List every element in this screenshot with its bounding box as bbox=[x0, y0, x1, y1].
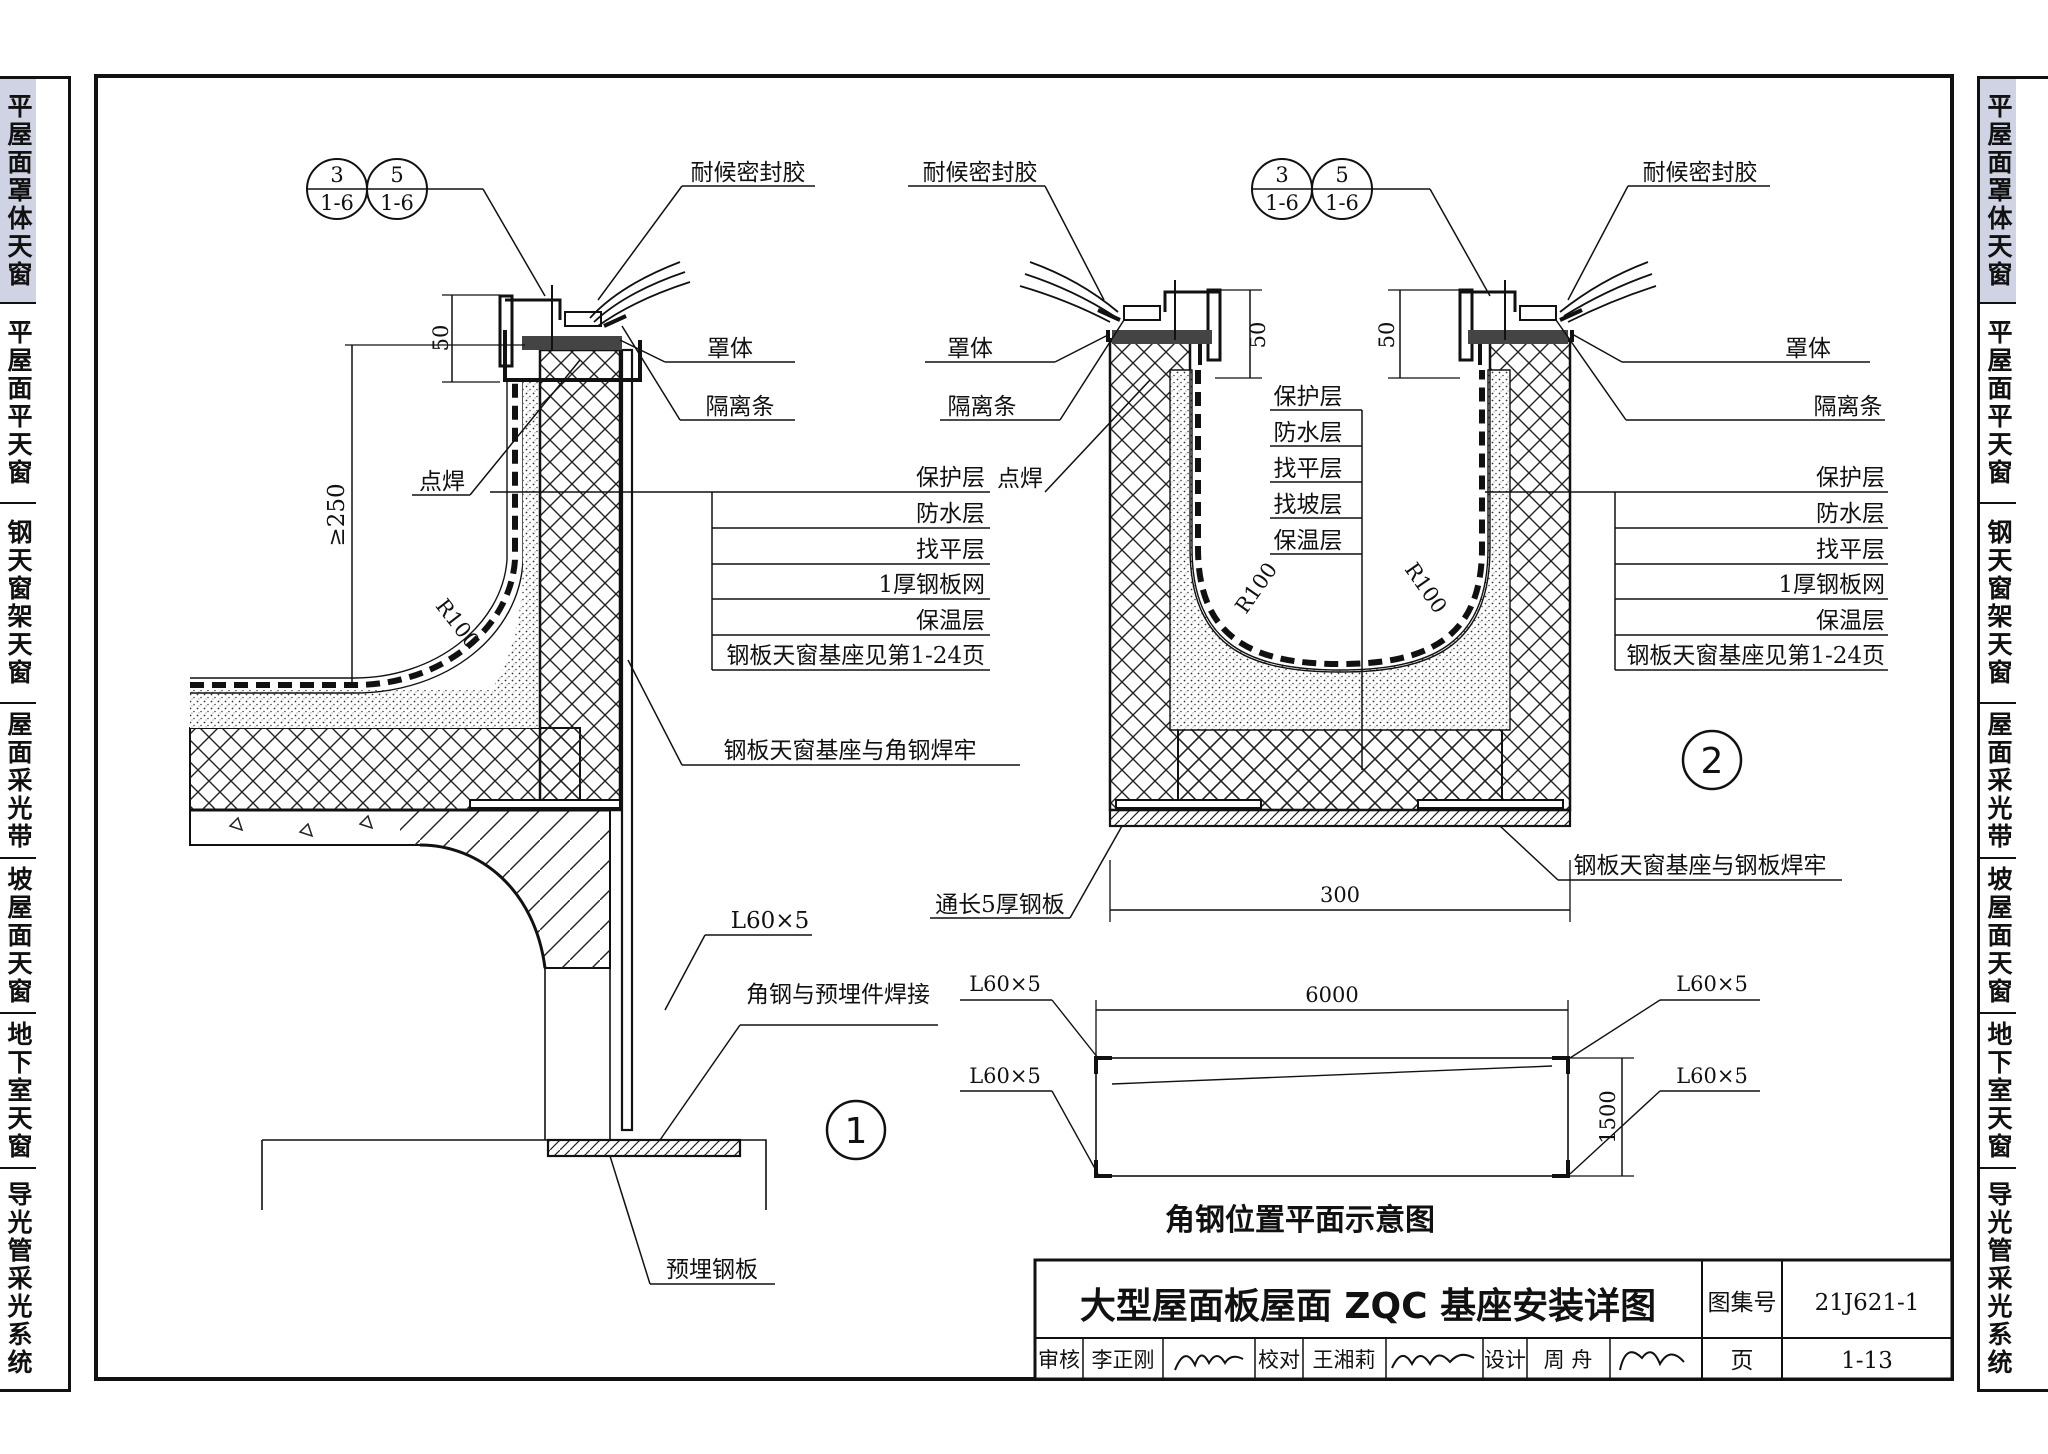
tab-flat-roof-flat-skylight[interactable]: 平屋面平天窗 bbox=[1980, 304, 2016, 504]
d1-layer-leveling: 找平层 bbox=[916, 537, 985, 563]
tab-basement-skylight[interactable]: 地下室天窗 bbox=[0, 1014, 36, 1169]
d2-isolation-left-label: 隔离条 bbox=[948, 394, 1017, 420]
d1-number: 1 bbox=[845, 1111, 868, 1152]
d2-dim-50b: 50 bbox=[1375, 322, 1399, 349]
plan-angle-top-right: L60×5 bbox=[1676, 972, 1748, 996]
d1-angle-embed-weld-label: 角钢与预埋件焊接 bbox=[746, 982, 930, 1008]
checker-name: 王湘莉 bbox=[1313, 1348, 1376, 1372]
d2-sealant-left-label: 耐候密封胶 bbox=[923, 160, 1038, 186]
detail-2: 耐候密封胶 耐候密封胶 3 5 1-6 1-6 50 50 罩体 隔离条 点焊 bbox=[908, 158, 1888, 922]
d1-ref-top-1: 3 bbox=[330, 163, 343, 187]
d2-layer-leveling: 找平层 bbox=[1816, 537, 1885, 563]
d2-layer-protect: 保护层 bbox=[1816, 465, 1885, 491]
tab-pitched-roof-skylight[interactable]: 坡屋面天窗 bbox=[0, 859, 36, 1014]
d1-sealant-label: 耐候密封胶 bbox=[691, 160, 806, 186]
d1-isolation-label: 隔离条 bbox=[706, 394, 775, 420]
d2-ref-top-2: 5 bbox=[1335, 163, 1348, 187]
d2-dim-50a: 50 bbox=[1246, 322, 1270, 349]
tab-steel-frame-skylight[interactable]: 钢天窗架天窗 bbox=[0, 504, 36, 704]
angle-plan-diagram: 6000 1500 L60×5 L60×5 L60×5 L60×5 角钢位置平面… bbox=[960, 972, 1760, 1238]
plan-dim-6000: 6000 bbox=[1305, 983, 1358, 1007]
d1-layer-insulation: 保温层 bbox=[916, 608, 985, 634]
tab-steel-frame-skylight[interactable]: 钢天窗架天窗 bbox=[1980, 504, 2016, 704]
d2-number: 2 bbox=[1701, 741, 1724, 782]
d2-inner-leveling: 找平层 bbox=[1274, 456, 1343, 482]
d2-inner-waterproof: 防水层 bbox=[1274, 420, 1343, 446]
d2-through-plate-label: 通长5厚钢板 bbox=[935, 892, 1065, 918]
d2-ref-top-1: 3 bbox=[1275, 163, 1288, 187]
d2-radius-left: R100 bbox=[1230, 558, 1282, 618]
plan-dim-1500: 1500 bbox=[1596, 1090, 1620, 1143]
d2-layer-insulation: 保温层 bbox=[1816, 608, 1885, 634]
plan-angle-bottom-left: L60×5 bbox=[969, 1064, 1041, 1088]
plan-angle-top-left: L60×5 bbox=[969, 972, 1041, 996]
d1-ref-bottom-2: 1-6 bbox=[380, 191, 414, 215]
tab-flat-roof-flat-skylight[interactable]: 平屋面平天窗 bbox=[0, 304, 36, 504]
d1-embedded-plate-label: 预埋钢板 bbox=[666, 1257, 758, 1283]
detail-1: 3 5 1-6 1-6 耐候密封胶 50 ≥250 R100 罩体 隔离条 点焊 bbox=[189, 158, 1020, 1285]
d2-layer-waterproof: 防水层 bbox=[1816, 501, 1885, 527]
d1-dim-50: 50 bbox=[429, 325, 453, 352]
d2-isolation-right-label: 隔离条 bbox=[1814, 394, 1883, 420]
atlas-label: 图集号 bbox=[1708, 1290, 1777, 1316]
d2-inner-slope: 找坡层 bbox=[1274, 492, 1343, 518]
title-block: 大型屋面板屋面 ZQC 基座安装详图 图集号 21J621-1 审核 李正刚 校… bbox=[1033, 1258, 1954, 1381]
d1-ref-top-2: 5 bbox=[390, 163, 403, 187]
d1-angle-steel-label: L60×5 bbox=[731, 908, 809, 934]
plan-angle-bottom-right: L60×5 bbox=[1676, 1064, 1748, 1088]
d1-layer-base-ref: 钢板天窗基座见第1-24页 bbox=[726, 643, 985, 669]
d2-cover-right-label: 罩体 bbox=[1785, 336, 1831, 362]
d1-base-angle-weld-label: 钢板天窗基座与角钢焊牢 bbox=[724, 738, 977, 764]
atlas-number: 21J621-1 bbox=[1815, 1290, 1920, 1316]
tab-roof-light-strip[interactable]: 屋面采光带 bbox=[1980, 704, 2016, 859]
d1-layer-mesh: 1厚钢板网 bbox=[878, 572, 985, 598]
d2-base-plate-weld-label: 钢板天窗基座与钢板焊牢 bbox=[1574, 853, 1827, 879]
d2-layer-mesh: 1厚钢板网 bbox=[1778, 572, 1885, 598]
tab-basement-skylight[interactable]: 地下室天窗 bbox=[1980, 1014, 2016, 1169]
designer-signature bbox=[1619, 1351, 1685, 1371]
plan-caption: 角钢位置平面示意图 bbox=[1165, 1203, 1435, 1238]
d1-layer-waterproof: 防水层 bbox=[916, 501, 985, 527]
left-category-tabs: 平屋面罩体天窗 平屋面平天窗 钢天窗架天窗 屋面采光带 坡屋面天窗 地下室天窗 … bbox=[0, 76, 71, 1392]
tab-light-pipe-system[interactable]: 导光管采光系统 bbox=[1984, 1181, 2013, 1377]
d2-ref-bottom-2: 1-6 bbox=[1325, 191, 1359, 215]
reviewer-signature bbox=[1174, 1354, 1244, 1371]
d2-ref-bottom-1: 1-6 bbox=[1265, 191, 1299, 215]
d2-inner-insulation: 保温层 bbox=[1274, 528, 1343, 554]
d2-cover-left-label: 罩体 bbox=[947, 336, 993, 362]
d1-dim-250: ≥250 bbox=[324, 483, 350, 546]
reviewer-name: 李正刚 bbox=[1092, 1348, 1155, 1372]
tab-roof-light-strip[interactable]: 屋面采光带 bbox=[0, 704, 36, 859]
review-label: 审核 bbox=[1038, 1348, 1080, 1372]
check-label: 校对 bbox=[1258, 1348, 1300, 1372]
tab-light-pipe-system[interactable]: 导光管采光系统 bbox=[4, 1181, 33, 1377]
d2-spot-weld-label: 点焊 bbox=[997, 466, 1043, 492]
right-category-tabs: 平屋面罩体天窗 平屋面平天窗 钢天窗架天窗 屋面采光带 坡屋面天窗 地下室天窗 … bbox=[1977, 76, 2048, 1392]
tab-flat-roof-cover-skylight[interactable]: 平屋面罩体天窗 bbox=[1980, 79, 2016, 304]
d1-cover-label: 罩体 bbox=[707, 336, 753, 362]
d1-ref-bottom-1: 1-6 bbox=[320, 191, 354, 215]
d2-sealant-right-label: 耐候密封胶 bbox=[1643, 160, 1758, 186]
page-number: 1-13 bbox=[1841, 1348, 1893, 1374]
d1-spot-weld-label: 点焊 bbox=[419, 469, 465, 495]
designer-name: 周 舟 bbox=[1544, 1348, 1593, 1372]
d1-layer-protect: 保护层 bbox=[916, 465, 985, 491]
d2-radius-right: R100 bbox=[1400, 558, 1452, 618]
tab-pitched-roof-skylight[interactable]: 坡屋面天窗 bbox=[1980, 859, 2016, 1014]
tab-flat-roof-cover-skylight[interactable]: 平屋面罩体天窗 bbox=[0, 79, 36, 304]
checker-signature bbox=[1391, 1353, 1475, 1369]
d2-layer-base-ref: 钢板天窗基座见第1-24页 bbox=[1626, 643, 1885, 669]
d2-dim-300: 300 bbox=[1320, 883, 1360, 907]
d2-inner-protect: 保护层 bbox=[1274, 384, 1343, 410]
page-label: 页 bbox=[1731, 1348, 1754, 1374]
design-label: 设计 bbox=[1484, 1348, 1526, 1372]
drawing-title: 大型屋面板屋面 ZQC 基座安装详图 bbox=[1080, 1286, 1656, 1327]
drawing-frame bbox=[94, 74, 1954, 1381]
